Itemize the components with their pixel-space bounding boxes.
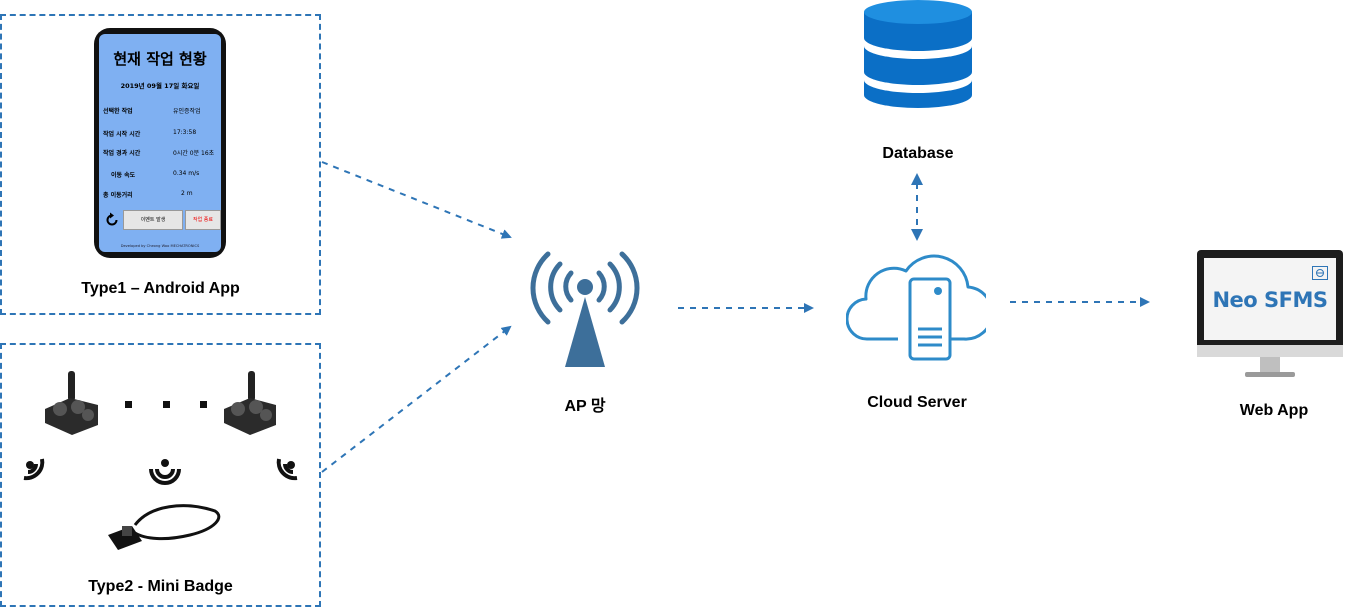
wifi-antenna-icon (530, 251, 640, 367)
screen-row: 이동 속도 0.34 m/s (103, 170, 217, 180)
row-label: 선택한 작업 (103, 108, 133, 115)
row-value: 0시간 0분 16초 (173, 150, 215, 157)
arrow-badge-to-ap (321, 325, 512, 473)
arrowhead-up (911, 173, 923, 185)
type1-label: Type1 – Android App (81, 280, 240, 297)
screen-title: 현재 작업 현황 (113, 50, 207, 68)
badge-device-right (224, 371, 276, 435)
row-label: 이동 속도 (111, 172, 136, 179)
refresh-icon[interactable] (104, 212, 120, 228)
monitor-stand (1260, 357, 1280, 374)
cloud-server-label: Cloud Server (867, 394, 967, 411)
screen-date: 2019년 09월 17일 화요일 (120, 82, 200, 90)
screen-app-title: Neo SFMS (1212, 288, 1328, 312)
monitor-base (1245, 372, 1295, 377)
mini-badge-illustration (23, 371, 298, 550)
cloud-server-icon (846, 254, 986, 361)
phone-screen: 현재 작업 현황 2019년 09월 17일 화요일 선택한 작업 유인증작업 … (99, 34, 221, 252)
row-label: 총 이동거리 (103, 192, 133, 199)
type2-label: Type2 - Mini Badge (88, 578, 233, 595)
android-phone: 현재 작업 현황 2019년 09월 17일 화요일 선택한 작업 유인증작업 … (94, 28, 226, 258)
row-value: 0.34 m/s (173, 170, 200, 177)
type2-group-box (0, 343, 321, 607)
screen-row: 총 이동거리 2 m (103, 190, 217, 200)
badge-device-left (45, 371, 98, 435)
screen-row: 작업 시작 시간 17:3:58 (103, 129, 217, 139)
database-icon (864, 0, 972, 108)
screen-footer: Developed by Cheong Woo MECHATRONICS (120, 244, 200, 248)
row-label: 작업 시작 시간 (103, 131, 141, 138)
signal-icon-right (276, 458, 298, 481)
monitor: Neo SFMS (1197, 250, 1343, 378)
arrowhead-down (911, 229, 923, 241)
database-label: Database (882, 145, 954, 162)
signal-icon-left (23, 458, 45, 481)
badge-lanyard (108, 504, 221, 550)
screen-row: 선택한 작업 유인증작업 (103, 106, 217, 116)
event-button[interactable]: 이벤트 발생 (123, 210, 183, 230)
arrow-android-to-ap (321, 161, 512, 239)
monitor-chin (1197, 345, 1343, 357)
row-label: 작업 경과 시간 (103, 150, 141, 157)
monitor-screen: Neo SFMS (1204, 258, 1336, 340)
web-app-label: Web App (1239, 402, 1309, 419)
globe-window-icon (1312, 266, 1328, 280)
row-value: 2 m (181, 190, 193, 197)
row-value: 17:3:58 (173, 129, 197, 136)
ellipsis-dots (125, 401, 207, 408)
signal-icon-center (149, 468, 181, 485)
end-task-button[interactable]: 작업 종료 (185, 210, 221, 230)
row-value: 유인증작업 (173, 108, 201, 115)
ap-label: AP 망 (564, 398, 606, 415)
screen-row: 작업 경과 시간 0시간 0분 16초 (103, 148, 217, 158)
type1-group-box (0, 14, 321, 315)
